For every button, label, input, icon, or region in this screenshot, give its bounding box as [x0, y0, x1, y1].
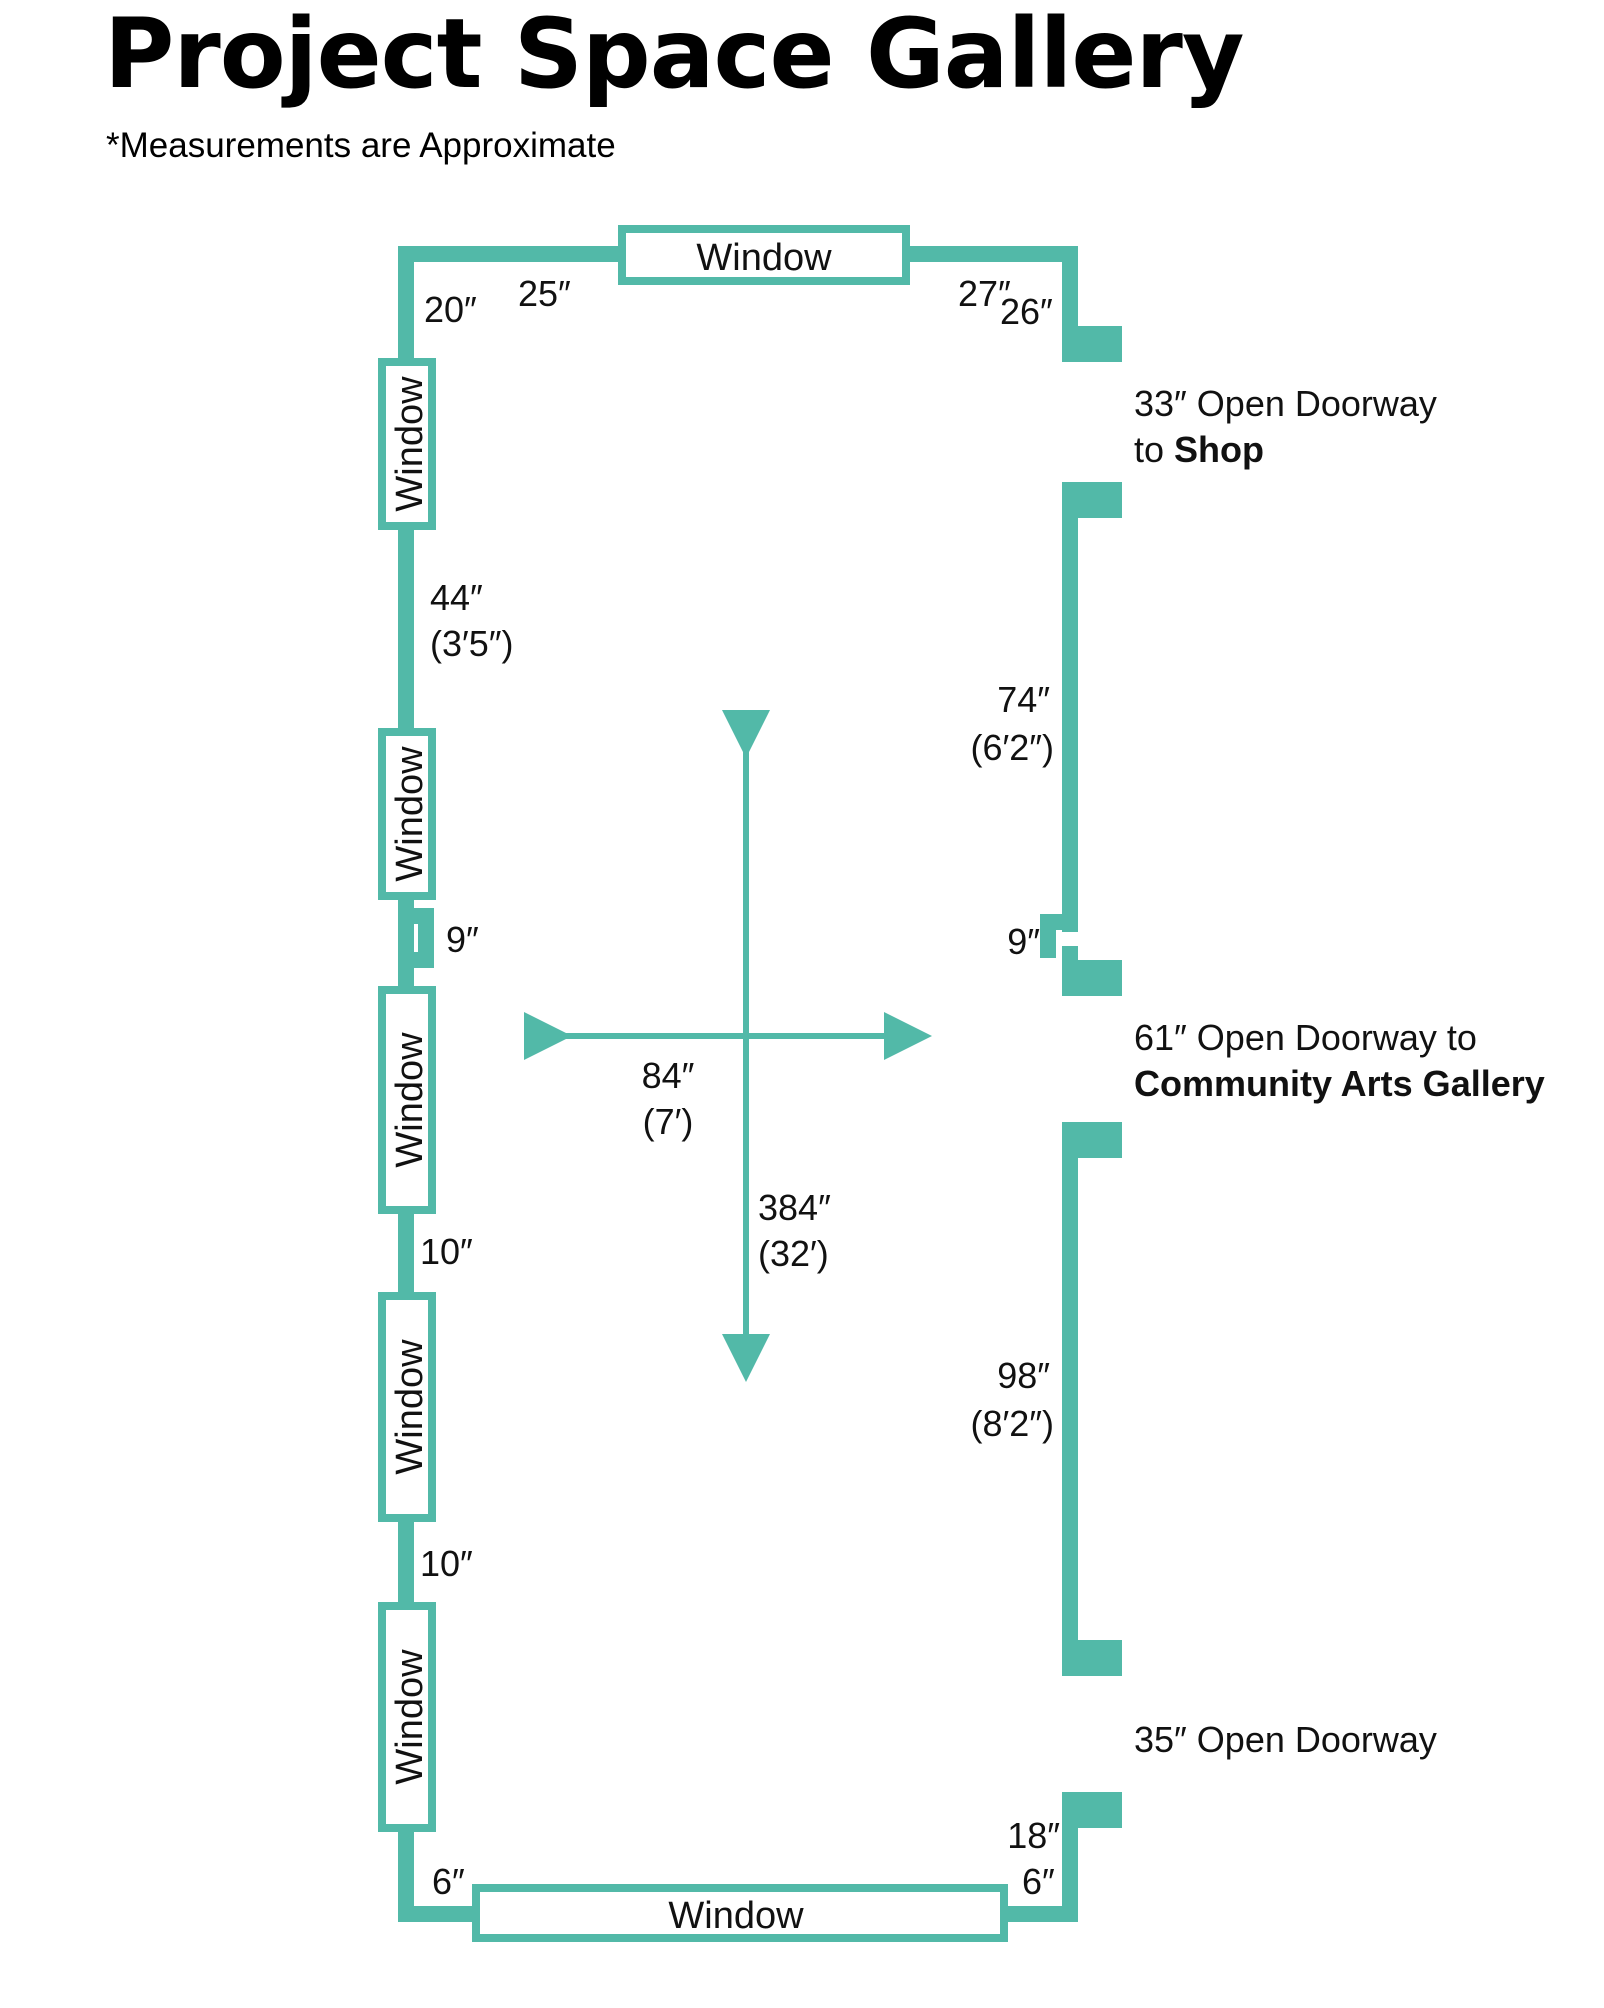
- measure-left-gap-2: 10″: [420, 1543, 473, 1584]
- measure-bottom-left: 6″: [432, 1861, 465, 1902]
- measure-left-gap-1: 10″: [420, 1231, 473, 1272]
- measure-top-right-gap: 27″: [958, 273, 1011, 314]
- bottom-wall-right-segment: [1004, 1906, 1078, 1922]
- walls: [398, 246, 1122, 1922]
- window-left-3: [378, 986, 436, 1214]
- measure-left-wall-1-ft: (3′5″): [430, 623, 514, 664]
- right-wall-post-5: [1062, 1640, 1122, 1676]
- measure-right-wall-2-ft: (8′2″): [970, 1403, 1054, 1444]
- measure-bottom-right: 6″: [1022, 1861, 1055, 1902]
- doorway-community-line1: 61″ Open Doorway to: [1134, 1017, 1477, 1058]
- measurement-note: *Measurements are Approximate: [106, 126, 616, 165]
- top-wall-right-segment: [906, 246, 1078, 262]
- dimension-arrows: [524, 710, 932, 1382]
- window-left-4: [378, 1292, 436, 1522]
- measure-length: 384″: [758, 1187, 831, 1228]
- window-left-4-label: Window: [389, 1339, 431, 1475]
- window-left-2-label: Window: [389, 746, 431, 882]
- right-wall-bottom-segment: [1062, 1792, 1078, 1922]
- window-left-2: [378, 728, 436, 900]
- right-wall-segment-2: [1062, 482, 1078, 932]
- measure-length-ft: (32′): [758, 1233, 829, 1274]
- measure-left-notch: 9″: [446, 919, 479, 960]
- measure-width-ft: (7′): [643, 1101, 694, 1142]
- window-bottom: [472, 1884, 1008, 1942]
- doorway-bottom-line1: 35″ Open Doorway: [1134, 1719, 1437, 1760]
- window-left-3-label: Window: [389, 1032, 431, 1168]
- window-top: [618, 225, 910, 285]
- measure-top-right-corner: 26″: [1000, 291, 1053, 332]
- window-left-1-label: Window: [389, 376, 431, 512]
- measure-right-wall-2: 98″: [997, 1355, 1050, 1396]
- doorway-community-name: Community Arts Gallery: [1134, 1063, 1545, 1104]
- measure-right-wall-1-ft: (6′2″): [970, 727, 1054, 768]
- doorway-shop-line1: 33″ Open Doorway: [1134, 383, 1437, 424]
- measure-right-bottom: 18″: [1007, 1815, 1060, 1856]
- windows: [378, 225, 1008, 1942]
- doorway-shop-name: Shop: [1174, 429, 1264, 470]
- measure-top-left-corner: 20″: [424, 289, 477, 330]
- window-bottom-label: Window: [668, 1895, 804, 1937]
- window-left-5-label: Window: [389, 1649, 431, 1785]
- measure-width: 84″: [642, 1055, 695, 1096]
- measure-left-wall-1: 44″: [430, 577, 483, 618]
- measure-right-wall-1: 74″: [997, 679, 1050, 720]
- right-wall-notch-2: [1040, 914, 1056, 958]
- top-wall-left-segment: [398, 246, 620, 262]
- bottom-wall-left-segment: [398, 1906, 476, 1922]
- window-top-label: Window: [696, 237, 832, 279]
- right-wall-top-post: [1062, 326, 1122, 362]
- window-left-5: [378, 1602, 436, 1832]
- measure-right-notch: 9″: [1007, 921, 1040, 962]
- right-wall-post-3: [1062, 960, 1122, 996]
- doorway-shop-prefix: to: [1134, 429, 1174, 470]
- left-wall-notch-3: [418, 908, 434, 968]
- measure-top-left-gap: 25″: [518, 273, 571, 314]
- page-title: Project Space Gallery: [104, 0, 1244, 110]
- doorway-shop-line2: to Shop: [1134, 429, 1264, 470]
- window-left-1: [378, 358, 436, 530]
- right-wall-segment-3: [1062, 1122, 1078, 1676]
